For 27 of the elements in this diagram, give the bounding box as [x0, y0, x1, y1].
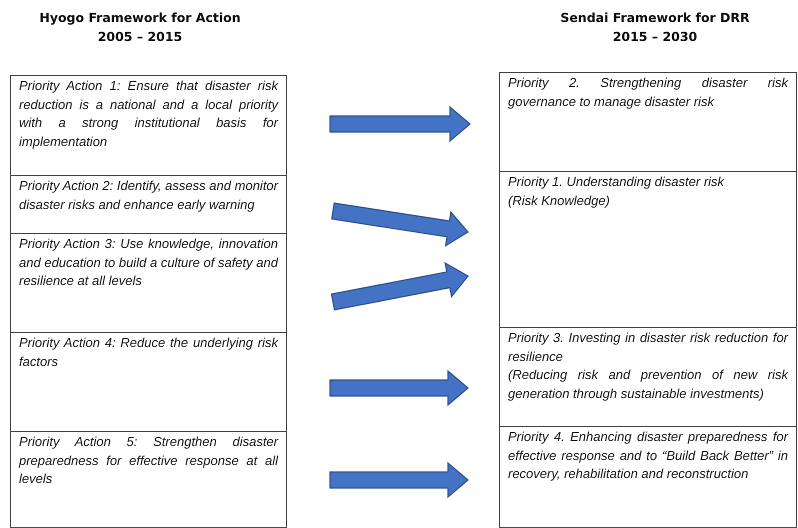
priority-box [499, 426, 797, 528]
priority-text: Priority 1. Understanding disaster risk [508, 173, 726, 191]
priority-text: (Risk Knowledge) [508, 192, 611, 210]
priority-text: Priority Action 5: Strengthen disaster preparedness for effective response at all levels [19, 433, 278, 488]
priority-box [10, 75, 287, 176]
priority-text: (Reducing risk and prevention of new risk generation through sustainable investments) [508, 366, 788, 403]
priority-box [499, 72, 797, 172]
priority-box [499, 171, 797, 328]
priority-text: Priority 3. Investing in disaster risk reduction for resilience [508, 329, 788, 366]
priority-box [10, 332, 287, 432]
block-arrow [329, 370, 469, 406]
priority-box [10, 233, 287, 333]
priority-text: Priority Action 4: Reduce the underlying risk factors [19, 334, 278, 370]
priority-box [10, 175, 287, 234]
priority-text: Priority Action 2: Identify, assess and monitor disaster risks and enhance early warning [19, 177, 278, 214]
priority-box [499, 327, 797, 427]
priority-text: Priority Action 3: Use knowledge, innovation and education to build a culture of safety and resilience at all levels [19, 235, 278, 290]
priority-text: Priority 2. Strengthening disaster risk governance to manage disaster risk [508, 74, 788, 111]
block-arrow [331, 202, 469, 247]
column-heading: Sendai Framework for DRR 2015 – 2030 [559, 9, 751, 46]
block-arrow [329, 462, 469, 498]
block-arrow [330, 262, 469, 311]
block-arrow [329, 106, 471, 142]
column-heading: Hyogo Framework for Action 2005 – 2015 [38, 9, 242, 46]
priority-text: Priority 4. Enhancing disaster preparedness for effective response and to “Build Back Better” in recovery, rehabilitation and reconstruction [508, 428, 788, 483]
priority-box [10, 431, 287, 528]
priority-text: Priority Action 1: Ensure that disaster risk reduction is a national and a local priority with a strong institutional basis for implementation [19, 77, 278, 151]
